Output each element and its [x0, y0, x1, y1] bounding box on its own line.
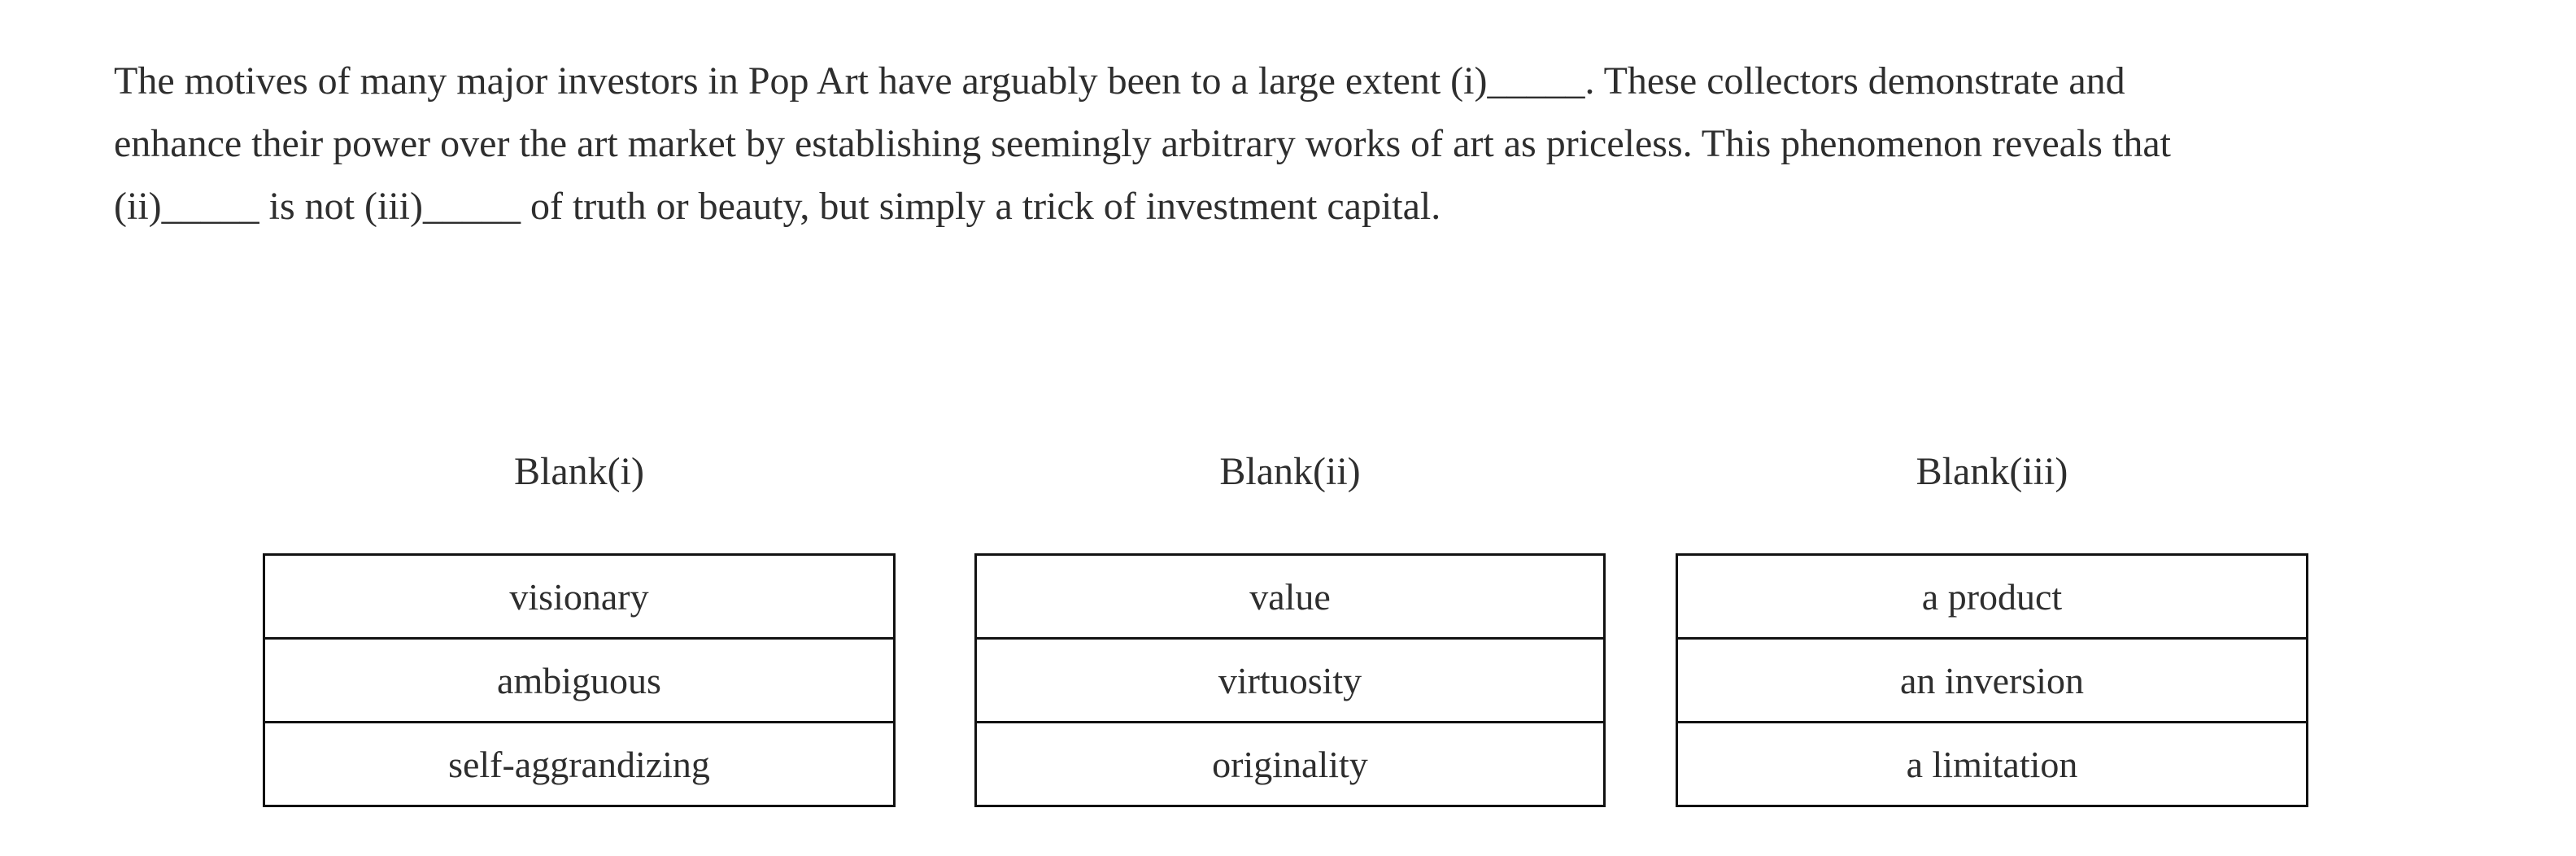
passage-line-1: The motives of many major investors in P… — [114, 59, 2125, 103]
blank-i-option-2[interactable]: ambiguous — [265, 637, 893, 721]
blank-iii-options-table: a product an inversion a limitation — [1676, 553, 2308, 807]
passage-line-3: (ii)_____ is not (iii)_____ of truth or … — [114, 185, 1441, 228]
blank-i-options-table: visionary ambiguous self-aggrandizing — [263, 553, 896, 807]
blank-ii-option-2[interactable]: virtuosity — [977, 637, 1603, 721]
blank-iii-option-1[interactable]: a product — [1678, 556, 2306, 637]
blank-iii-header: Blank(iii) — [1916, 450, 2068, 493]
blank-iii-option-2[interactable]: an inversion — [1678, 637, 2306, 721]
question-passage: The motives of many major investors in P… — [114, 50, 2171, 238]
blank-ii-option-1[interactable]: value — [977, 556, 1603, 637]
blank-ii-header: Blank(ii) — [1219, 450, 1361, 493]
blank-ii-options-table: value virtuosity originality — [974, 553, 1606, 807]
blank-i-option-1[interactable]: visionary — [265, 556, 893, 637]
passage-line-2: enhance their power over the art market … — [114, 122, 2171, 165]
blank-iii-option-3[interactable]: a limitation — [1678, 721, 2306, 805]
blank-ii-option-3[interactable]: originality — [977, 721, 1603, 805]
blank-i-option-3[interactable]: self-aggrandizing — [265, 721, 893, 805]
blank-i-header: Blank(i) — [514, 450, 644, 493]
